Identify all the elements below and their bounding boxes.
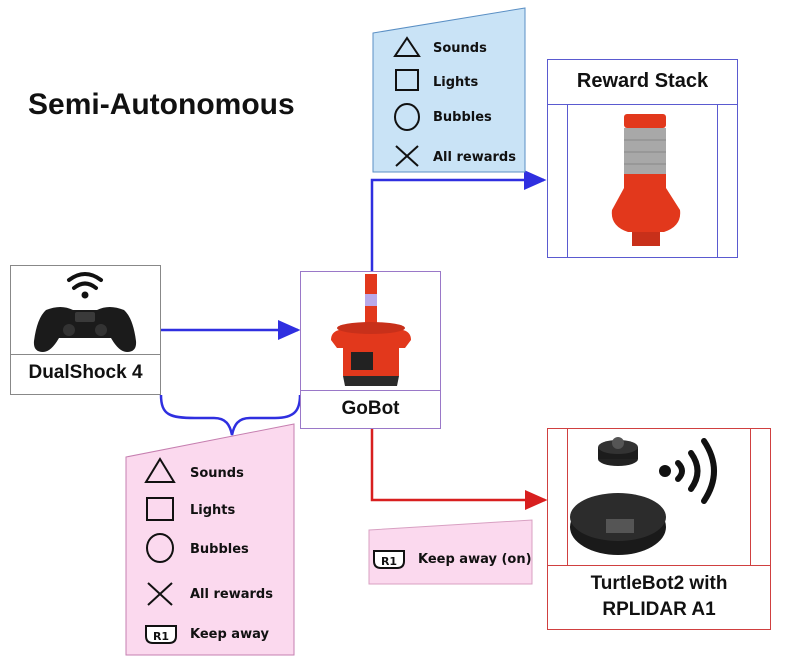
gamepad-icon bbox=[33, 272, 137, 352]
square-icon bbox=[395, 69, 419, 91]
legend-turtle-keep-away: Keep away (on) bbox=[418, 552, 532, 567]
legend-blue-sounds: Sounds bbox=[433, 41, 487, 56]
legend-pink-keep-away: Keep away bbox=[190, 627, 269, 642]
circle-icon bbox=[146, 533, 174, 563]
svg-text:R1: R1 bbox=[381, 555, 397, 568]
cross-icon bbox=[147, 582, 173, 606]
diagram-title: Semi-Autonomous bbox=[28, 88, 295, 121]
turtlebot-node: TurtleBot2 with RPLIDAR A1 bbox=[547, 428, 771, 630]
gobot-label: GoBot bbox=[341, 398, 400, 419]
gobot-image bbox=[331, 274, 411, 386]
legend-pink-lights: Lights bbox=[190, 503, 236, 518]
controller-node: DualShock 4 bbox=[10, 265, 161, 395]
controller-label: DualShock 4 bbox=[28, 362, 143, 383]
legend-blue-lights: Lights bbox=[433, 75, 479, 90]
legend-pink-all-rewards: All rewards bbox=[190, 587, 273, 602]
arrow-gobot-to-turtlebot bbox=[370, 429, 548, 510]
triangle-icon bbox=[393, 36, 421, 57]
curly-brace bbox=[159, 394, 302, 436]
reward-stack-node: Reward Stack bbox=[547, 59, 738, 258]
arrow-gobot-to-reward-stack bbox=[370, 170, 547, 271]
reward-stack-image bbox=[611, 114, 681, 246]
r1-button-icon bbox=[373, 550, 405, 569]
legend-blue-bubbles: Bubbles bbox=[433, 110, 492, 125]
cross-icon bbox=[395, 145, 419, 167]
gobot-node: GoBot bbox=[300, 271, 441, 429]
square-icon bbox=[146, 497, 174, 521]
svg-text:R1: R1 bbox=[153, 630, 169, 643]
legend-pink-bubbles: Bubbles bbox=[190, 542, 249, 557]
triangle-icon bbox=[144, 457, 176, 483]
turtlebot-image bbox=[570, 437, 717, 555]
wifi-icon bbox=[67, 272, 103, 290]
r1-button-icon bbox=[145, 625, 177, 644]
legend-blue-all-rewards: All rewards bbox=[433, 150, 516, 165]
reward-stack-label: Reward Stack bbox=[576, 70, 709, 92]
signal-icon bbox=[675, 438, 717, 504]
circle-icon bbox=[394, 103, 420, 131]
legend-pink-sounds: Sounds bbox=[190, 466, 244, 481]
turtlebot-label-line1: TurtleBot2 with bbox=[590, 573, 728, 594]
turtlebot-label-line2: RPLIDAR A1 bbox=[602, 599, 716, 620]
